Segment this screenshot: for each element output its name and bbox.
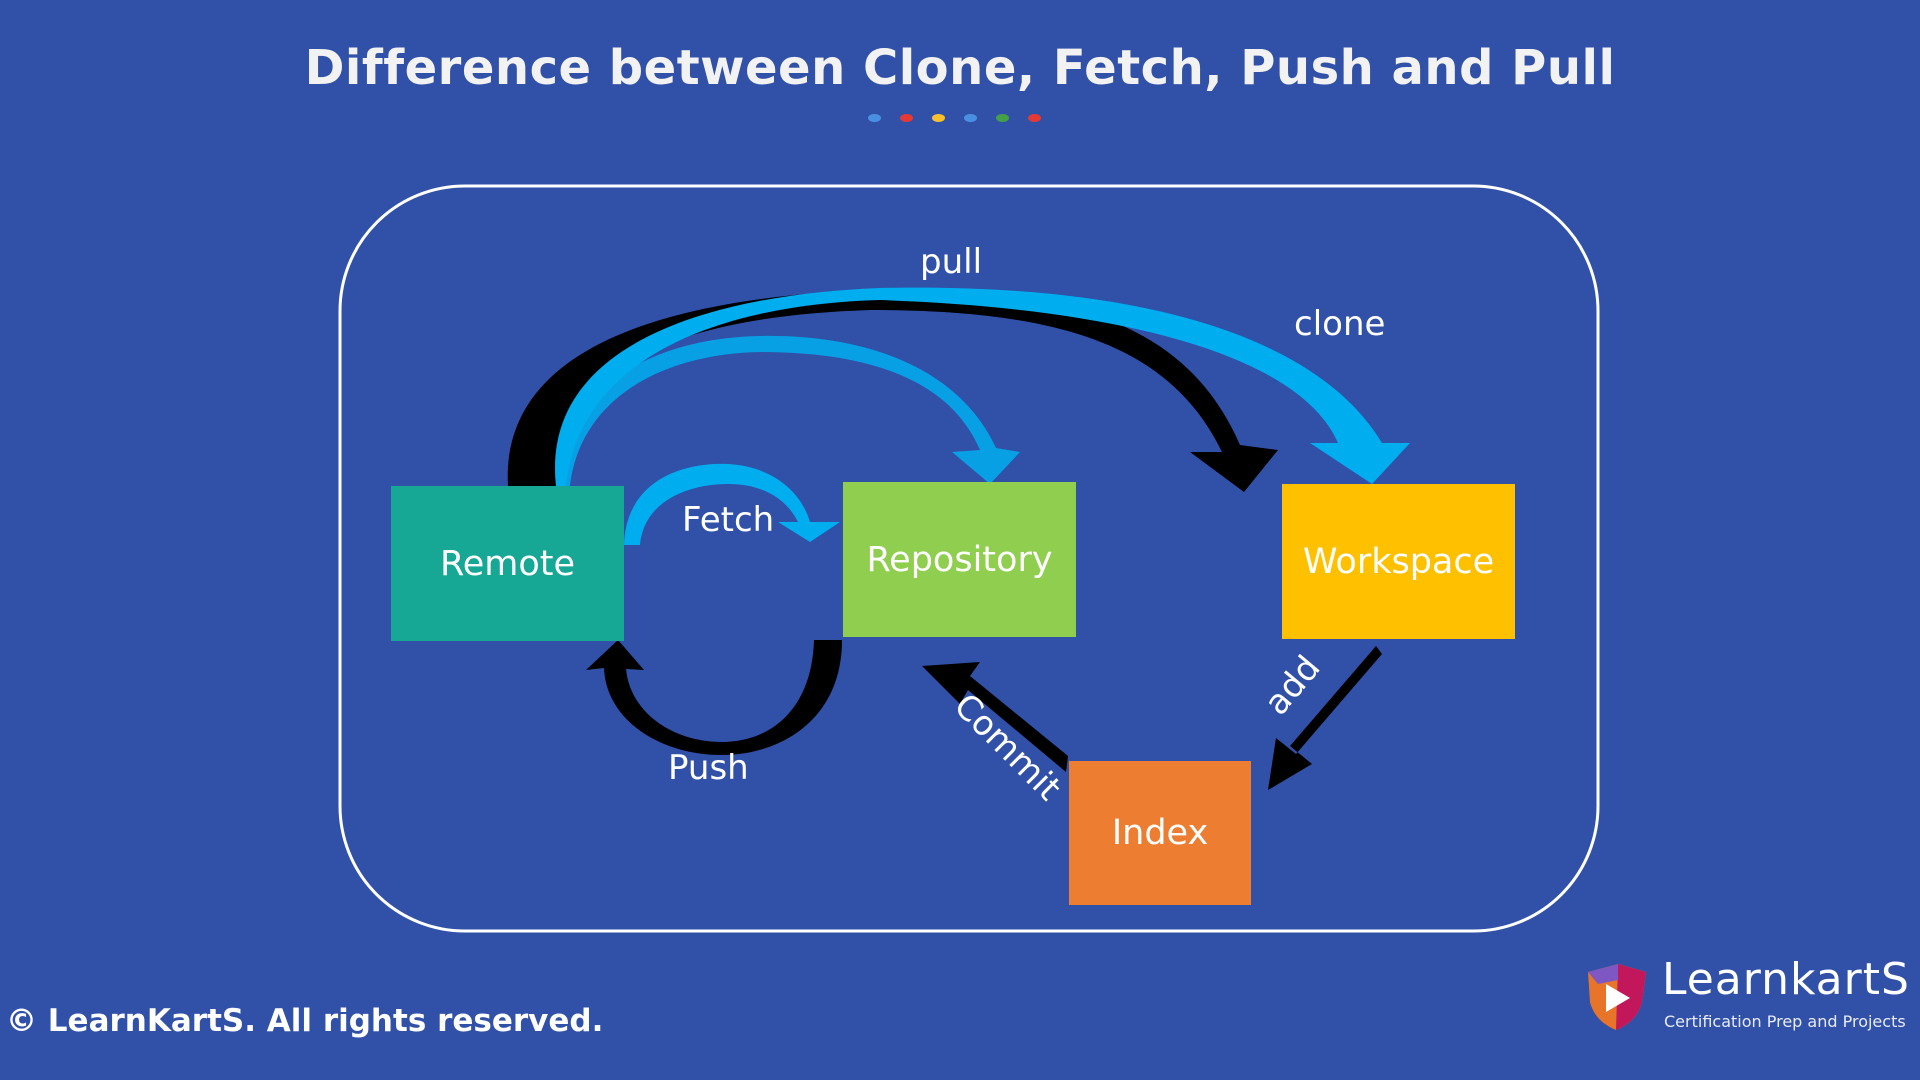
diagram-frame — [338, 184, 1600, 933]
remote-box: Remote — [391, 486, 624, 641]
logo-name: LearnkartS — [1662, 954, 1910, 1005]
title-dot — [868, 114, 881, 122]
remote-label: Remote — [439, 543, 576, 584]
fetch-label: Fetch — [682, 500, 775, 540]
clone-label: clone — [1294, 304, 1386, 344]
remote-to-repository-arrow — [565, 335, 1020, 486]
logo-tagline: Certification Prep and Projects — [1664, 1012, 1906, 1031]
fetch-arrow — [624, 463, 840, 545]
title-dot — [932, 114, 945, 122]
slide-title: Difference between Clone, Fetch, Push an… — [304, 40, 1616, 96]
copyright-text: © LearnKartS. All rights reserved. — [6, 1003, 604, 1039]
add-arrow — [1268, 646, 1382, 790]
push-label: Push — [668, 748, 749, 788]
repository-label: Repository — [866, 539, 1053, 580]
title-dot — [900, 114, 913, 122]
index-box: Index — [1069, 761, 1251, 905]
workspace-box: Workspace — [1282, 484, 1515, 639]
index-label: Index — [1111, 813, 1209, 853]
title-dot — [964, 114, 977, 122]
title-dot — [996, 114, 1009, 122]
workspace-label: Workspace — [1302, 541, 1495, 582]
clone-arrow — [555, 287, 1410, 486]
title-dot — [1028, 114, 1041, 122]
shield-play-icon — [1588, 964, 1646, 1030]
push-arrow — [586, 640, 842, 755]
repository-box: Repository — [843, 482, 1076, 637]
commit-arrow — [922, 662, 1068, 772]
learnkarts-logo: LearnkartS Certification Prep and Projec… — [1584, 954, 1914, 1032]
pull-label: pull — [920, 242, 983, 282]
